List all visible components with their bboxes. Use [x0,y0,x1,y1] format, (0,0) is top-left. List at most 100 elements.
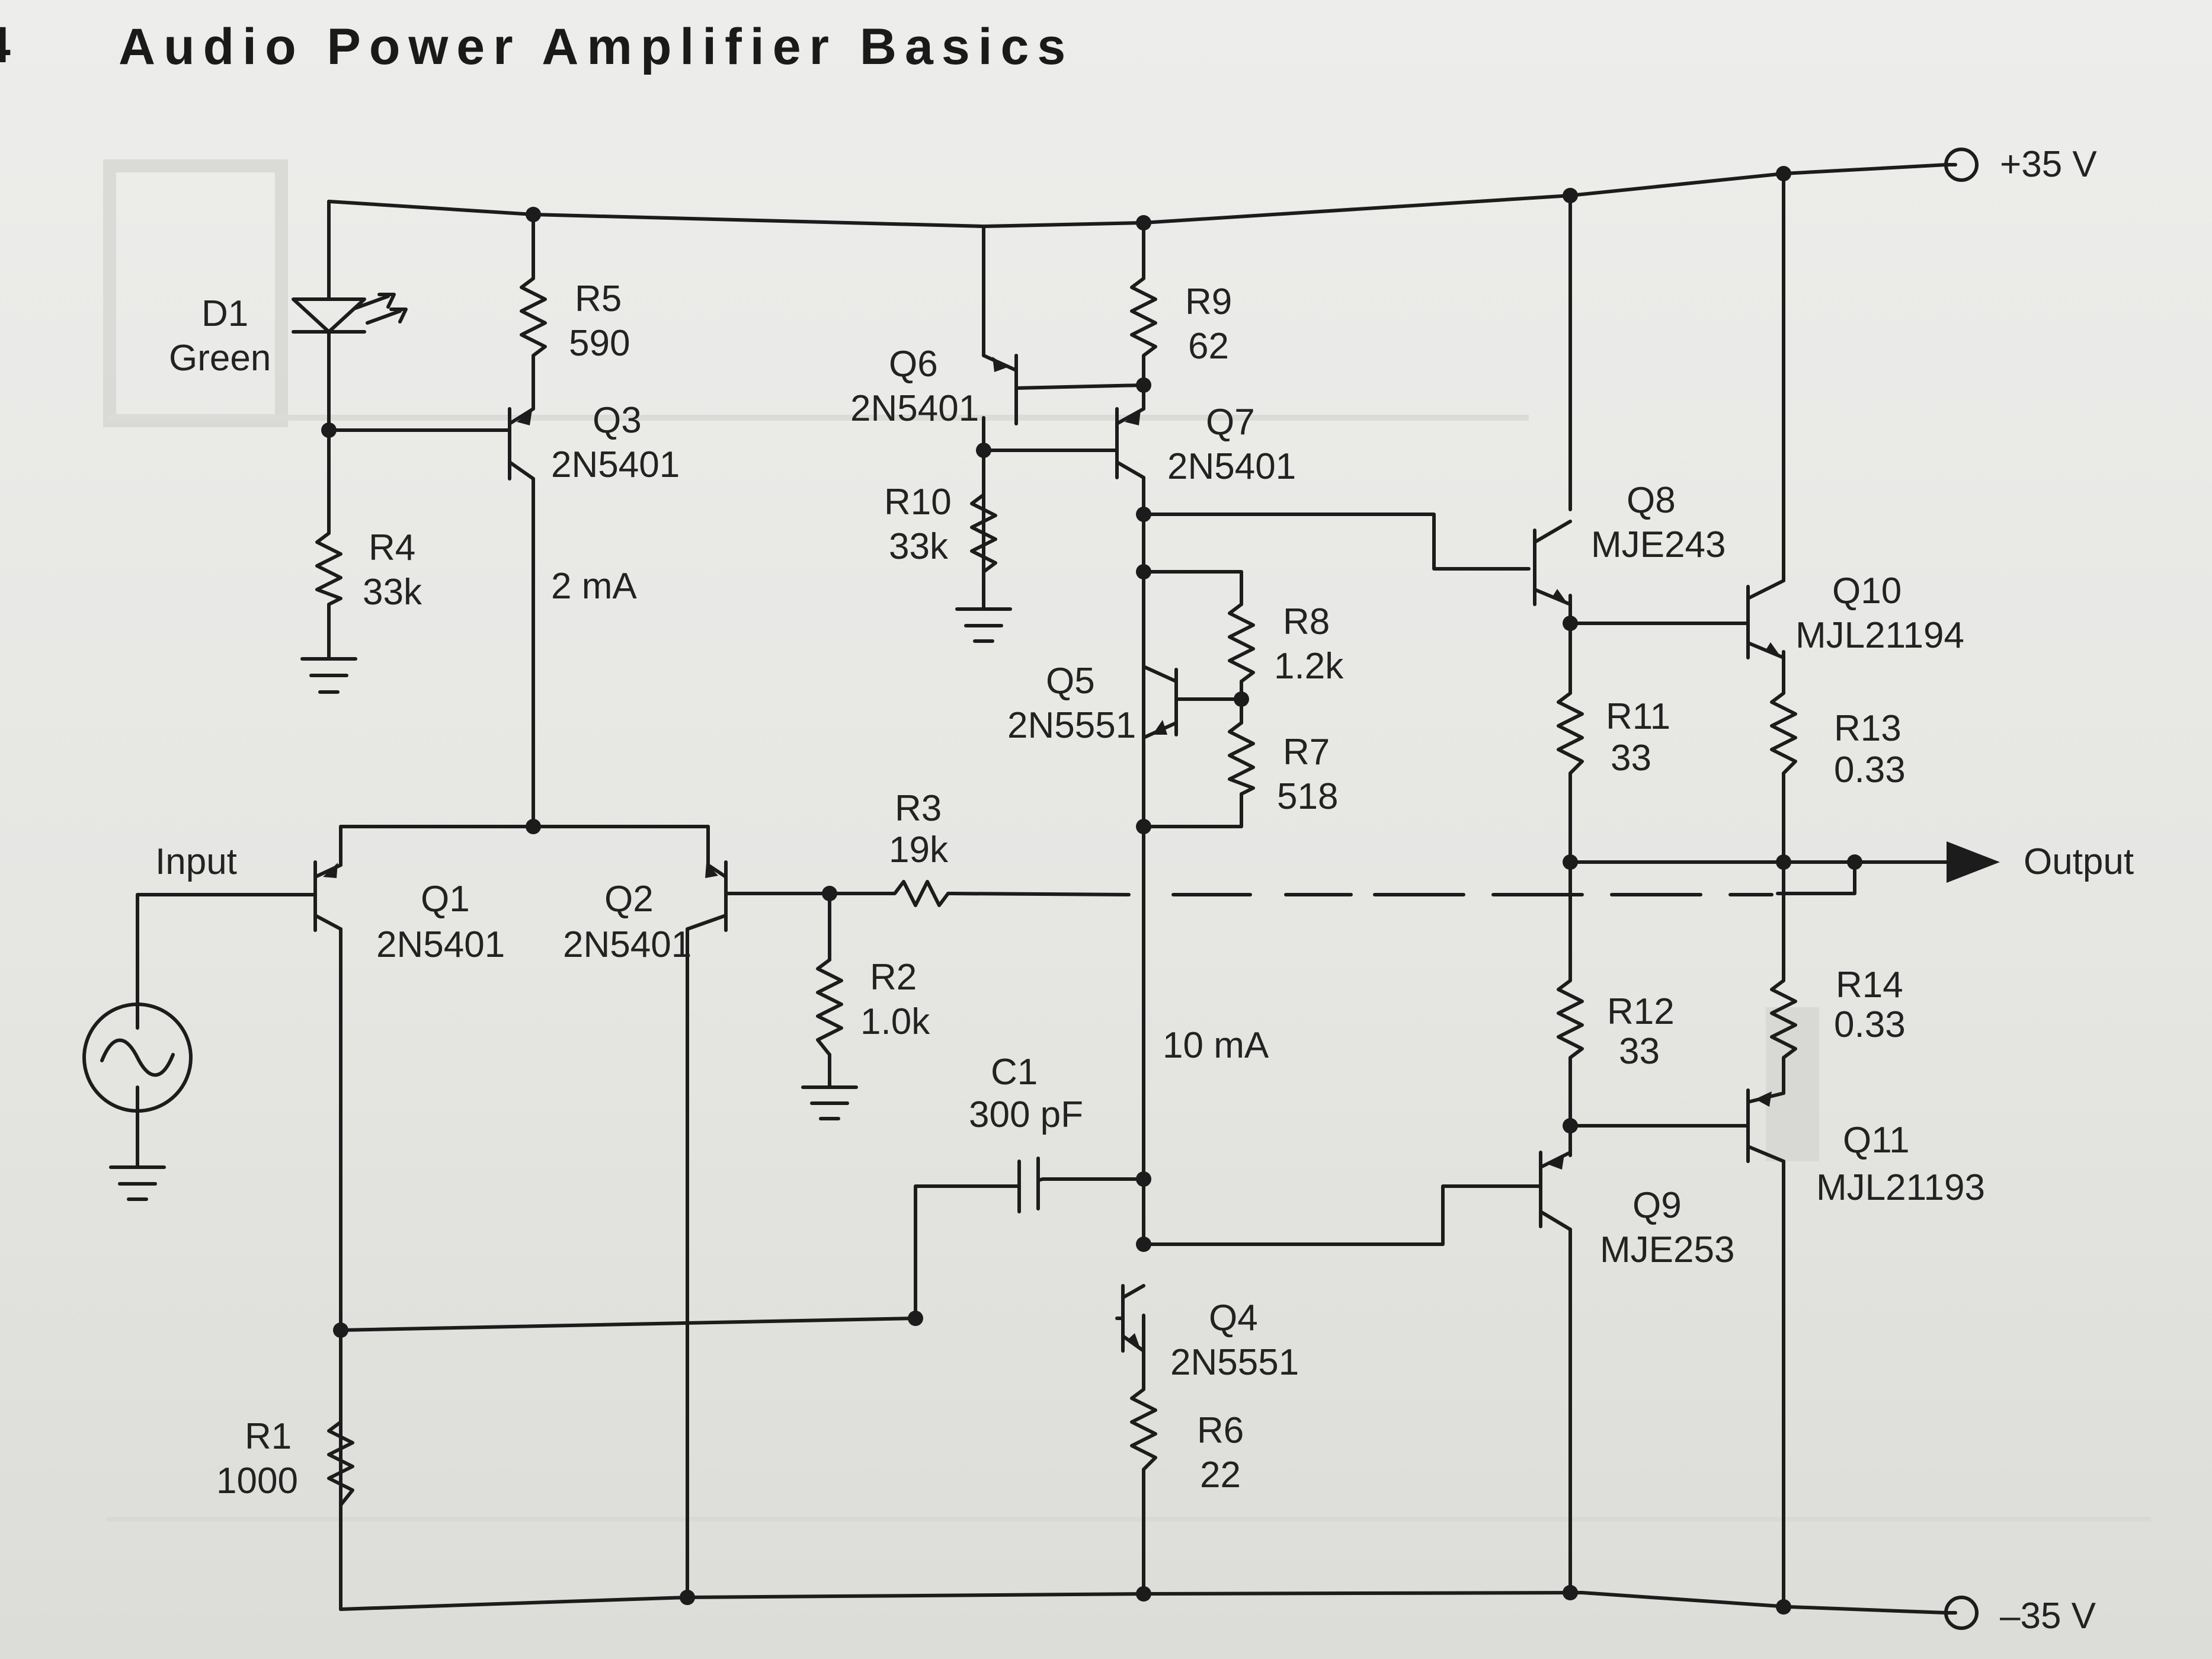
r13-symbol [1770,683,1797,784]
q3-current-label: 2 mA [551,566,637,607]
negative-rail-terminal [1944,1596,1979,1630]
r6-symbol [1130,1379,1157,1495]
q11-transistor [1740,1088,1785,1163]
running-header: Audio Power Amplifier Basics [119,18,1074,75]
ghost-dropcap [1766,1007,1819,1161]
r6-value: 22 [1200,1455,1241,1495]
ghost-rule [107,415,1529,421]
q1-ref: Q1 [421,879,470,920]
d1-value: Green [169,338,271,379]
c1-ref: C1 [991,1052,1038,1093]
r4-value: 33k [363,572,422,613]
d1-led-symbol [292,293,408,334]
negative-rail-label: –35 V [2000,1596,2096,1636]
resistor-symbols [315,268,1797,1507]
q8-part: MJE243 [1591,524,1726,565]
r9-ref: R9 [1185,281,1232,322]
r11-symbol [1557,683,1584,784]
c1-value: 300 pF [969,1094,1083,1135]
ghost-frame [103,159,288,427]
r1-ref: R1 [245,1416,292,1457]
page-number: 4 [0,17,19,73]
r4-symbol [315,524,342,612]
r1-value: 1000 [216,1461,298,1501]
ground-r10 [955,591,1012,643]
r1-symbol [327,1420,354,1507]
q2-transistor [686,860,728,932]
r10-symbol [970,484,997,594]
q8-ref: Q8 [1627,480,1676,521]
show-through-text [103,159,2151,1522]
wiring [136,163,1987,1615]
junction-dots [321,166,1862,1615]
r2-ref: R2 [870,957,917,998]
q5-ref: Q5 [1046,661,1095,702]
q4-part: 2N5551 [1170,1342,1299,1383]
q10-ref: Q10 [1832,571,1902,611]
q3-ref: Q3 [593,400,642,441]
q1-part: 2N5401 [376,924,505,965]
r8-value: 1.2k [1274,646,1344,687]
r5-value: 590 [569,323,630,364]
output-arrow-icon [1947,841,2000,883]
q9-part: MJE253 [1600,1229,1734,1270]
q6-part: 2N5401 [850,388,979,429]
ground-r4 [300,641,357,694]
r8-ref: R8 [1283,601,1330,642]
r6-ref: R6 [1197,1410,1244,1451]
input-signal-source [82,1003,193,1113]
q7-part: 2N5401 [1167,446,1296,487]
r7-ref: R7 [1283,732,1330,773]
r3-symbol [884,880,953,907]
r14-ref: R14 [1836,965,1903,1005]
q5-part: 2N5551 [1007,705,1136,746]
transistor-symbols [308,354,1785,1353]
output-label: Output [2024,841,2134,882]
q3-transistor [508,407,535,481]
vas-current-label: 10 mA [1163,1025,1269,1066]
c1-symbol [1011,1157,1045,1213]
q7-transistor [1115,407,1145,479]
q5-transistor [1142,665,1178,739]
labels: +35 V –35 V Input Output D1 Green R5 590… [155,144,2134,1636]
q9-transistor [1539,1151,1572,1231]
r5-symbol [520,268,547,369]
r11-value: 33 [1611,738,1651,779]
q2-ref: Q2 [604,879,654,920]
r13-ref: R13 [1834,708,1902,749]
r5-ref: R5 [575,278,622,319]
positive-rail-terminal [1944,148,1979,182]
r12-value: 33 [1619,1031,1660,1072]
d1-ref: D1 [201,293,248,334]
ghost-rule-lower [107,1517,2151,1522]
ground-r2 [801,1077,858,1120]
r4-ref: R4 [369,527,415,568]
q11-part: MJL21193 [1816,1167,1985,1208]
r14-value: 0.33 [1834,1004,1906,1045]
input-label: Input [155,841,237,882]
r2-value: 1.0k [860,1001,930,1042]
r11-ref: R11 [1606,696,1670,737]
r7-value: 518 [1277,776,1338,817]
r14-symbol [1770,970,1797,1065]
ground-source [109,1165,166,1201]
q6-transistor [982,354,1018,425]
q7-ref: Q7 [1206,402,1255,443]
r9-value: 62 [1188,326,1229,367]
r12-ref: R12 [1607,991,1675,1032]
q4-transistor [1115,1284,1145,1353]
r10-value: 33k [889,526,949,567]
q10-part: MJL21194 [1795,615,1964,656]
r7-symbol [1228,721,1255,796]
q6-ref: Q6 [889,344,938,385]
q9-ref: Q9 [1632,1185,1682,1226]
r10-ref: R10 [884,482,952,523]
q2-part: 2N5401 [563,924,692,965]
r2-symbol [816,958,843,1056]
positive-rail-label: +35 V [2000,144,2097,185]
r3-value: 19k [889,830,949,870]
q4-ref: Q4 [1209,1298,1258,1338]
r13-value: 0.33 [1834,750,1906,790]
r3-ref: R3 [895,788,942,829]
